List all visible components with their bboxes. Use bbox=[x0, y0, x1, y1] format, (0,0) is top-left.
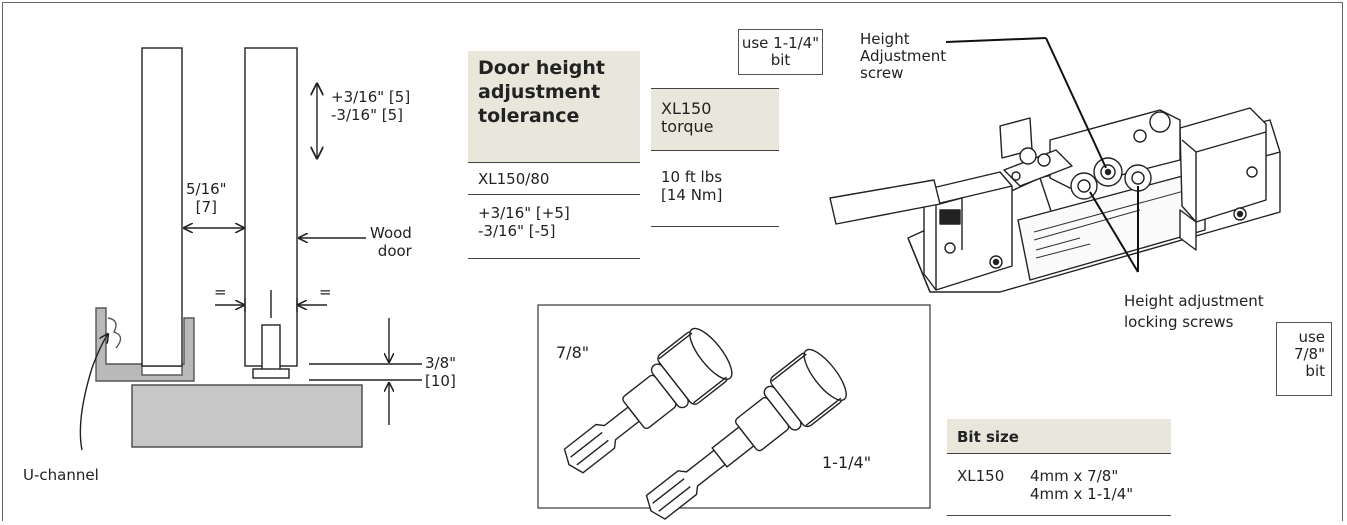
tolerance-table-rule-2 bbox=[468, 194, 640, 195]
height-screw-callout: Height Adjustment screw bbox=[860, 30, 947, 82]
use-large-bit-callout: use 1-1/4" bit bbox=[738, 29, 823, 75]
bits-panel bbox=[537, 304, 931, 520]
tolerance-table-value: +3/16" [+5] -3/16" [-5] bbox=[478, 204, 570, 240]
tolerance-table-rule-1 bbox=[468, 162, 640, 163]
torque-table-heading: XL150 torque bbox=[661, 99, 714, 136]
locking-screws-callout: Height adjustment locking screws bbox=[1124, 292, 1264, 331]
door-cross-section bbox=[79, 47, 422, 451]
tolerance-table-header-bg bbox=[468, 51, 640, 163]
small-bit-label: 7/8" bbox=[556, 343, 590, 362]
tolerance-table-rule-3 bbox=[468, 258, 640, 259]
pivot-pin bbox=[261, 324, 281, 372]
equal-mark-right: = bbox=[319, 283, 332, 301]
large-bit-icon bbox=[645, 348, 847, 520]
hinge-assembly bbox=[829, 107, 1281, 293]
glass-panel bbox=[141, 47, 183, 367]
wood-door bbox=[244, 47, 298, 367]
equal-mark-left: = bbox=[214, 283, 227, 301]
clearance-label: 3/8" [10] bbox=[425, 354, 457, 390]
torque-table-value: 10 ft lbs [14 Nm] bbox=[661, 168, 723, 204]
wood-door-label: Wood door bbox=[370, 224, 412, 260]
small-bit-icon bbox=[563, 327, 733, 474]
tolerance-table-heading: Door height adjustment tolerance bbox=[478, 57, 605, 127]
bit-size-table-header-bg bbox=[947, 419, 1171, 453]
large-bit-label: 1-1/4" bbox=[822, 453, 872, 472]
use-small-bit-callout: use 7/8" bit bbox=[1276, 322, 1332, 396]
bit-size-table-heading: Bit size bbox=[957, 428, 1019, 446]
u-channel-label: U-channel bbox=[23, 466, 99, 484]
bit-size-table-rule-1 bbox=[947, 453, 1171, 454]
tolerance-table-model: XL150/80 bbox=[478, 170, 550, 188]
bit-size-table-rule-2 bbox=[947, 515, 1171, 516]
bit-size-table-sizes: 4mm x 7/8" 4mm x 1-1/4" bbox=[1030, 467, 1134, 503]
callout-leaders bbox=[945, 37, 1139, 273]
bit-size-table-model: XL150 bbox=[957, 467, 1005, 485]
torque-table-rule-2 bbox=[651, 226, 779, 227]
torque-table-header-bg bbox=[651, 88, 779, 151]
height-tolerance-label: +3/16" [5] -3/16" [5] bbox=[331, 88, 411, 124]
torque-table-rule-1 bbox=[651, 150, 779, 151]
floor-slab bbox=[131, 384, 363, 448]
gap-label: 5/16" [7] bbox=[186, 180, 227, 216]
bits-panel-frame bbox=[537, 304, 931, 509]
